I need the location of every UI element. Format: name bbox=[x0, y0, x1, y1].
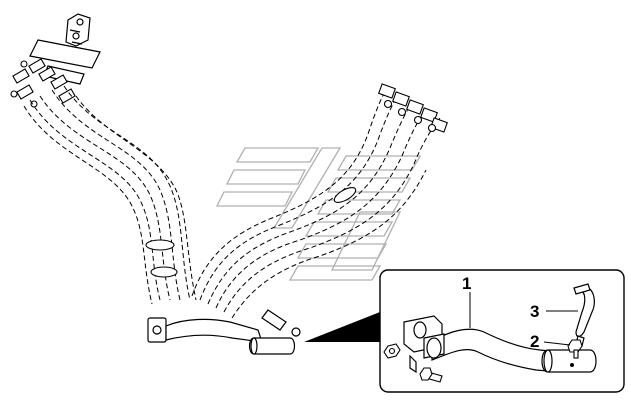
mounting-bracket bbox=[29, 13, 101, 85]
hose-clamp bbox=[573, 283, 595, 347]
hose-fittings-right bbox=[378, 83, 448, 133]
callout-3: 3 bbox=[530, 302, 539, 321]
watermark-logo bbox=[215, 147, 422, 281]
hose-clamps-left bbox=[145, 187, 357, 278]
callout-2: 2 bbox=[530, 332, 539, 351]
detail-zoom-pointer bbox=[304, 312, 380, 342]
support-pipe bbox=[431, 328, 597, 373]
callout-1: 1 bbox=[462, 274, 471, 293]
hydraulic-hose-bundle bbox=[23, 85, 441, 319]
callout-leaders bbox=[469, 292, 578, 346]
hose-fitting bbox=[567, 339, 583, 359]
support-pipe-main bbox=[147, 309, 301, 355]
clamp-bolt bbox=[383, 343, 443, 383]
hose-fittings-left bbox=[10, 58, 76, 108]
pipe-bracket bbox=[403, 315, 445, 374]
